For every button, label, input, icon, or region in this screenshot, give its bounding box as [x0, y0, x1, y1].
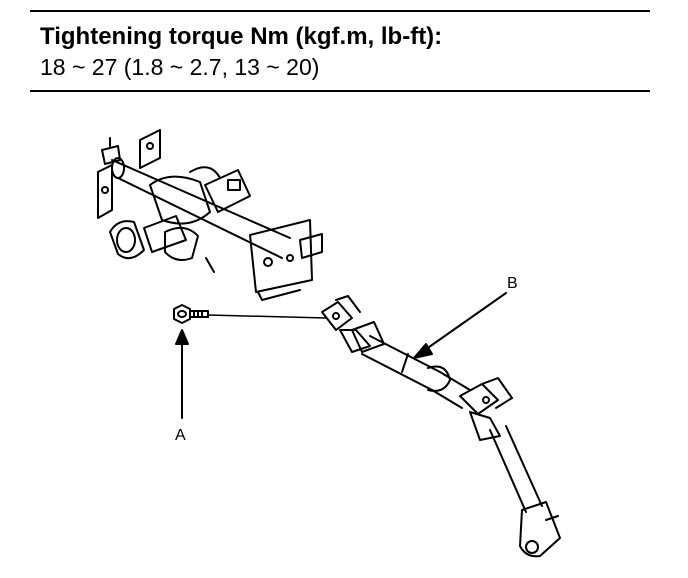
torque-spec: Tightening torque Nm (kgf.m, lb-ft): 18 … [40, 22, 442, 82]
bottom-rule [30, 90, 650, 92]
callout-a: A [175, 427, 186, 444]
bolt-a [173, 304, 209, 324]
arrow-to-a [175, 329, 189, 419]
callout-b: B [507, 275, 518, 292]
alignment-line [207, 314, 327, 319]
steering-column [97, 129, 323, 301]
arrow-to-b [413, 292, 507, 359]
torque-title: Tightening torque Nm (kgf.m, lb-ft): [40, 23, 443, 50]
intermediate-shaft [321, 295, 561, 558]
top-rule [30, 10, 650, 12]
torque-value: 18 ~ 27 (1.8 ~ 2.7, 13 ~ 20) [40, 54, 320, 80]
